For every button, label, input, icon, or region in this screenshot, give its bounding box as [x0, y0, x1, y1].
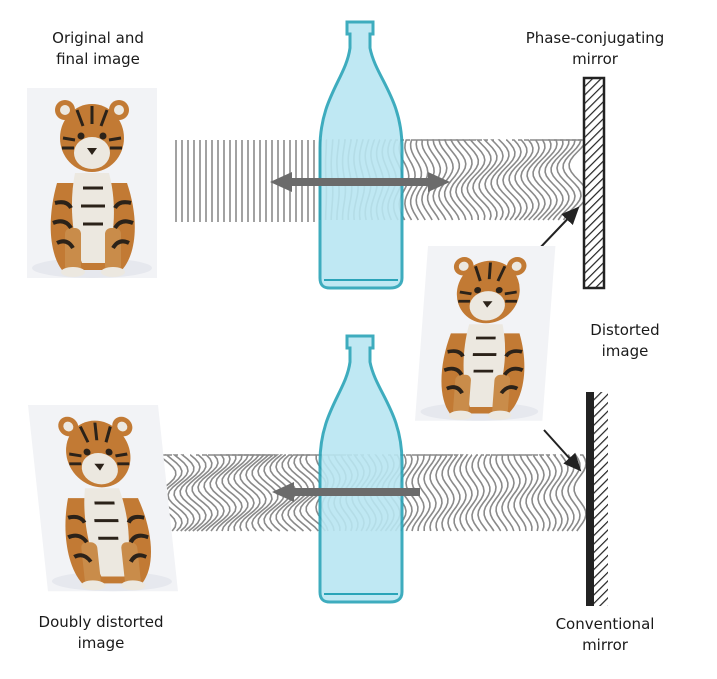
wavefront-line: [491, 140, 509, 220]
top-bottle: [320, 22, 402, 288]
original-tiger-image: [27, 88, 157, 278]
phase-conjugating-mirror-label: Phase-conjugating mirror: [500, 28, 690, 70]
bottom-pointer-arrow: [544, 430, 580, 470]
label-line: Doubly distorted: [6, 612, 196, 633]
conventional-mirror: [586, 392, 608, 606]
wavefront-line: [515, 140, 533, 220]
bottom-bottle: [320, 336, 402, 602]
wavefront-line: [503, 140, 521, 220]
hatched-mirror-icon: [584, 78, 604, 288]
label-line: mirror: [520, 635, 690, 656]
wavefront-line: [521, 140, 539, 220]
conventional-mirror-label: Conventional mirror: [520, 614, 690, 656]
wavefront-line: [174, 455, 194, 531]
label-line: mirror: [500, 49, 690, 70]
wavefront-line: [509, 140, 527, 220]
wavefront-line: [538, 455, 550, 531]
wavefront-line: [186, 455, 206, 531]
label-line: final image: [18, 49, 178, 70]
doubly-distorted-image-label: Doubly distorted image: [6, 612, 196, 654]
wavefront-line: [180, 455, 200, 531]
label-line: Distorted: [560, 320, 690, 341]
wavefront-line: [192, 455, 212, 531]
hatched-mirror-icon: [594, 392, 608, 606]
label-line: image: [6, 633, 196, 654]
wavefront-line: [497, 140, 515, 220]
distorted-image-label: Distorted image: [560, 320, 690, 362]
label-line: Phase-conjugating: [500, 28, 690, 49]
label-line: image: [560, 341, 690, 362]
distorted-tiger-image: [415, 246, 555, 421]
bottle-icon: [320, 22, 402, 288]
phase-conjugating-mirror: [584, 78, 604, 288]
bottom-scene: [28, 246, 608, 606]
label-line: Conventional: [520, 614, 690, 635]
doubly-distorted-tiger-image: [28, 405, 178, 591]
original-final-image-label: Original and final image: [18, 28, 178, 70]
label-line: Original and: [18, 28, 178, 49]
bottle-icon: [320, 336, 402, 602]
